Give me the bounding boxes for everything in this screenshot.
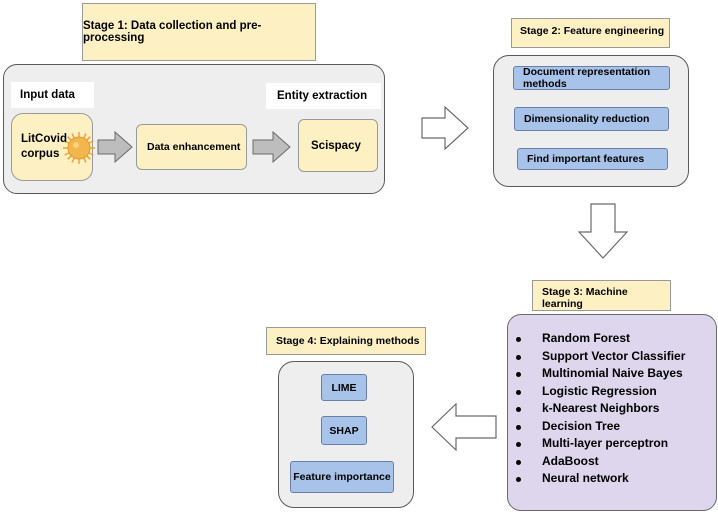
ml-method-label: Support Vector Classifier [542,348,686,363]
arrow-enhancement-to-scispacy [252,131,291,163]
ml-method-item: AdaBoost [508,453,716,471]
stage3-title-text: Stage 3: Machine learning [542,286,628,310]
litcovid-corpus-box: LitCovid corpus [11,113,95,181]
lime-box: LIME [321,374,367,401]
stage4-title-text: Stage 4: Explaining methods [276,335,420,347]
document-representation-text: Document representation methods [523,66,651,90]
input-data-label-text: Input data [20,89,75,101]
arrow-stage3-to-stage4 [431,403,497,451]
data-enhancement-text: Data enhancement [147,141,241,153]
bullet-icon [516,389,521,395]
bullet-icon [516,477,521,482]
dimensionality-reduction-box: Dimensionality reduction [514,107,669,131]
ml-method-item: Neural network [508,470,716,488]
entity-extraction-label-text: Entity extraction [277,90,368,102]
ml-method-label: Logistic Regression [542,383,657,398]
input-data-label: Input data [11,82,94,108]
ml-method-item: Random Forest [508,330,716,348]
arrow-stage1-to-stage2 [421,106,469,150]
virus-icon [63,132,95,164]
stage2-title: Stage 2: Feature engineering [511,18,670,48]
stage1-title: Stage 1: Data collection and pre-process… [82,3,316,61]
ml-method-label: Decision Tree [542,418,621,433]
corpus-line2: corpus [21,148,60,160]
bullet-icon [516,407,521,412]
ml-method-label: Neural network [542,471,629,485]
stage4-title: Stage 4: Explaining methods [266,327,426,355]
bullet-icon [516,442,521,447]
stage1-title-text: Stage 1: Data collection and pre-process… [83,20,262,44]
ml-method-item: Support Vector Classifier [508,348,716,366]
shap-box: SHAP [321,416,367,445]
ml-method-item: k-Nearest Neighbors [508,400,716,418]
find-features-text: Find important features [527,153,645,165]
ml-method-item: Logistic Regression [508,383,716,401]
ml-method-item: Multinomial Naive Bayes [508,365,716,383]
ml-method-label: k-Nearest Neighbors [542,401,660,415]
arrow-corpus-to-enhancement [97,131,133,163]
ml-method-label: Multi-layer perceptron [542,436,669,450]
bullet-icon [516,337,521,342]
scispacy-box: Scispacy [298,119,378,172]
ml-method-item: Multi-layer perceptron [508,435,716,453]
entity-extraction-label: Entity extraction [266,83,381,109]
arrow-stage2-to-stage3 [578,203,628,259]
feature-importance-text: Feature importance [293,471,391,483]
bullet-icon [516,372,521,377]
scispacy-text: Scispacy [311,139,361,152]
ml-method-label: Multinomial Naive Bayes [542,366,683,380]
stage3-title: Stage 3: Machine learning [532,280,671,311]
data-enhancement-box: Data enhancement [136,124,247,170]
shap-text: SHAP [329,424,359,437]
bullet-icon [516,424,521,430]
ml-method-label: AdaBoost [542,453,599,468]
ml-method-item: Decision Tree [508,418,716,436]
corpus-line1: LitCovid [21,133,67,145]
stage2-title-text: Stage 2: Feature engineering [520,25,665,37]
feature-importance-box: Feature importance [290,461,394,493]
document-representation-box: Document representation methods [513,66,670,90]
lime-text: LIME [331,381,357,394]
bullet-icon [516,354,521,360]
bullet-icon [516,459,521,465]
ml-method-label: Random Forest [542,331,631,345]
dimensionality-reduction-text: Dimensionality reduction [524,113,650,125]
find-features-box: Find important features [517,148,668,170]
